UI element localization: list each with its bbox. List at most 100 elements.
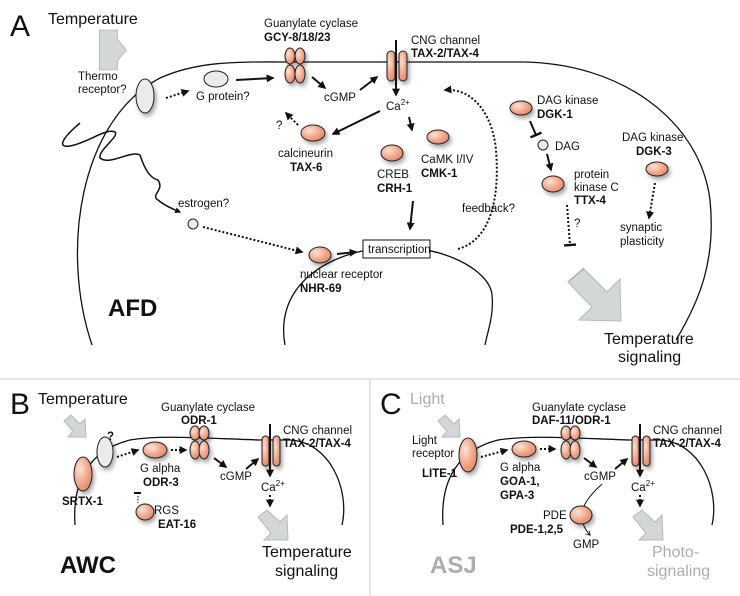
- guanylate-cyclase-protein: [284, 47, 306, 84]
- pkc-inhibition-arrow: [563, 204, 577, 247]
- panel-a: A Temperature Thermo receptor? G protein…: [10, 10, 712, 366]
- galpha-gene-c-1: GOA-1,: [500, 476, 540, 488]
- cng-label: CNG channel: [411, 35, 480, 47]
- panel-letter-c: C: [380, 388, 402, 421]
- gc-label-b: Guanylate cyclase: [161, 402, 255, 414]
- gc-to-cgmp-arrow-c: [583, 457, 598, 468]
- nr-label: nuclear receptor: [300, 269, 383, 281]
- output-label-c-1: Photo-: [652, 544, 699, 561]
- cgmp-to-cng-arrow: [359, 76, 379, 91]
- g-protein-label: G protein?: [196, 91, 250, 103]
- cgmp-to-cng-arrow-c: [614, 457, 629, 470]
- cgmp-label-c: cGMP: [584, 471, 616, 483]
- estrogen-label: estrogen?: [178, 198, 229, 210]
- dgk1-inhibits-dag: [529, 120, 542, 139]
- receptor-label-c-2: receptor: [412, 448, 454, 460]
- creb-to-transcription-arrow: [406, 200, 415, 231]
- question-b: ?: [107, 431, 114, 443]
- gc-gene-c: DAF-11/ODR-1: [532, 415, 611, 427]
- pde-gene: PDE-1,2,5: [510, 524, 564, 536]
- dag-label: DAG: [555, 141, 580, 153]
- pkc-gene: TTX-4: [574, 195, 607, 207]
- camk-label: CaMK I/IV: [421, 154, 474, 166]
- cng-gene: TAX-2/TAX-4: [411, 48, 480, 60]
- output-label-1: Temperature: [604, 331, 694, 348]
- afd-cell-membrane: [76, 61, 712, 346]
- asj-cell-membrane: [442, 436, 715, 526]
- galpha-protein-b: [142, 441, 168, 459]
- cng-gene-c: TAX-2/TAX-4: [653, 438, 722, 450]
- creb-gene: CRH-1: [377, 183, 413, 195]
- cng-gene-b: TAX-2/TAX-4: [283, 438, 352, 450]
- dgk1-protein: [509, 100, 533, 116]
- feedback-label: feedback?: [462, 203, 515, 215]
- feedback-arrow: [443, 85, 498, 250]
- pkc-protein: [541, 175, 565, 193]
- thermoreceptor-protein: [135, 78, 155, 114]
- calcineurin-gene: TAX-6: [290, 162, 322, 174]
- guanylate-cyclase-protein-c: [560, 425, 581, 460]
- calcineurin-feedback-arrow: [284, 111, 299, 126]
- pkc-label-2: kinase C: [574, 182, 619, 194]
- output-label-b-1: Temperature: [262, 544, 352, 561]
- pkc-label-1: protein: [574, 169, 609, 181]
- dgk1-label: DAG kinase: [537, 95, 598, 107]
- input-temperature-label-b: Temperature: [38, 391, 128, 408]
- dgk3-to-plasticity-arrow: [646, 182, 656, 220]
- calcium-label: Ca2+: [386, 98, 410, 113]
- cell-name-awc: AWC: [60, 552, 116, 579]
- calcineurin-protein: [300, 124, 326, 142]
- receptor-gene-c: LITE-1: [422, 468, 458, 480]
- calcineurin-question: ?: [276, 120, 282, 132]
- cell-name-asj: ASJ: [430, 552, 477, 579]
- srtx1-protein: [73, 456, 93, 492]
- gc-label: Guanylate cyclase: [264, 18, 358, 30]
- gc-to-cgmp-arrow: [311, 76, 327, 90]
- galpha-protein-c: [511, 440, 537, 458]
- dgk3-gene: DGK-3: [636, 146, 672, 158]
- output-arrow-icon-c: [632, 509, 664, 541]
- guanylate-cyclase-protein-b: [189, 425, 210, 460]
- input-light-label: Light: [410, 391, 445, 408]
- thermoreceptor-label-2: receptor?: [78, 84, 127, 96]
- nr-gene: NHR-69: [300, 283, 342, 295]
- pde-label: PDE: [543, 510, 567, 522]
- galpha-gene-c-2: GPA-3: [500, 490, 534, 502]
- input-arrow-icon: [98, 29, 127, 71]
- unknown-receptor-b: [96, 436, 114, 468]
- gmp-label: GMP: [573, 539, 600, 551]
- output-label-2: signaling: [618, 349, 681, 366]
- pkc-question: ?: [574, 218, 580, 230]
- nr-to-transcription-arrow: [336, 248, 358, 257]
- galpha-label-c: G alpha: [500, 462, 541, 474]
- input-arrow-icon-b: [63, 414, 87, 438]
- rgs-label: RGS: [154, 505, 179, 517]
- cng-label-b: CNG channel: [283, 425, 352, 437]
- estrogen-wavy-arrow: [61, 122, 182, 214]
- cgmp-label-b: cGMP: [220, 471, 252, 483]
- dag-molecule: [537, 139, 549, 151]
- gc-to-cgmp-arrow-b: [213, 457, 228, 468]
- camk-gene: CMK-1: [421, 168, 458, 180]
- cgmp-to-cng-arrow-b: [245, 457, 260, 470]
- cng-channel-protein-b: [261, 435, 281, 467]
- input-temperature-label: Temperature: [48, 11, 138, 28]
- panel-c: C Light Light receptor LITE-1 G alpha GO…: [380, 388, 722, 580]
- transcription-box: [362, 239, 431, 259]
- receptor-to-galpha-arrow-c: [480, 447, 509, 458]
- cng-channel-protein-c: [631, 435, 651, 467]
- gc-gene-b: ODR-1: [181, 415, 217, 427]
- cell-name-afd: AFD: [108, 295, 157, 322]
- dgk3-label: DAG kinase: [622, 132, 683, 144]
- lite1-protein: [458, 437, 478, 473]
- cgmp-label: cGMP: [324, 92, 356, 104]
- transcription-label: transcription: [368, 244, 431, 256]
- calcium-to-calcineurin-arrow: [331, 110, 381, 135]
- synaptic-label-2: plasticity: [620, 236, 664, 248]
- gc-gene: GCY-8/18/23: [264, 32, 330, 44]
- panel-b: B Temperature ? SRTX-1 G alpha ODR-3 Gua…: [10, 388, 352, 580]
- rgs-gene: EAT-16: [158, 519, 196, 531]
- thermoreceptor-to-gprotein-arrow: [165, 89, 190, 99]
- dgk3-protein: [645, 161, 669, 177]
